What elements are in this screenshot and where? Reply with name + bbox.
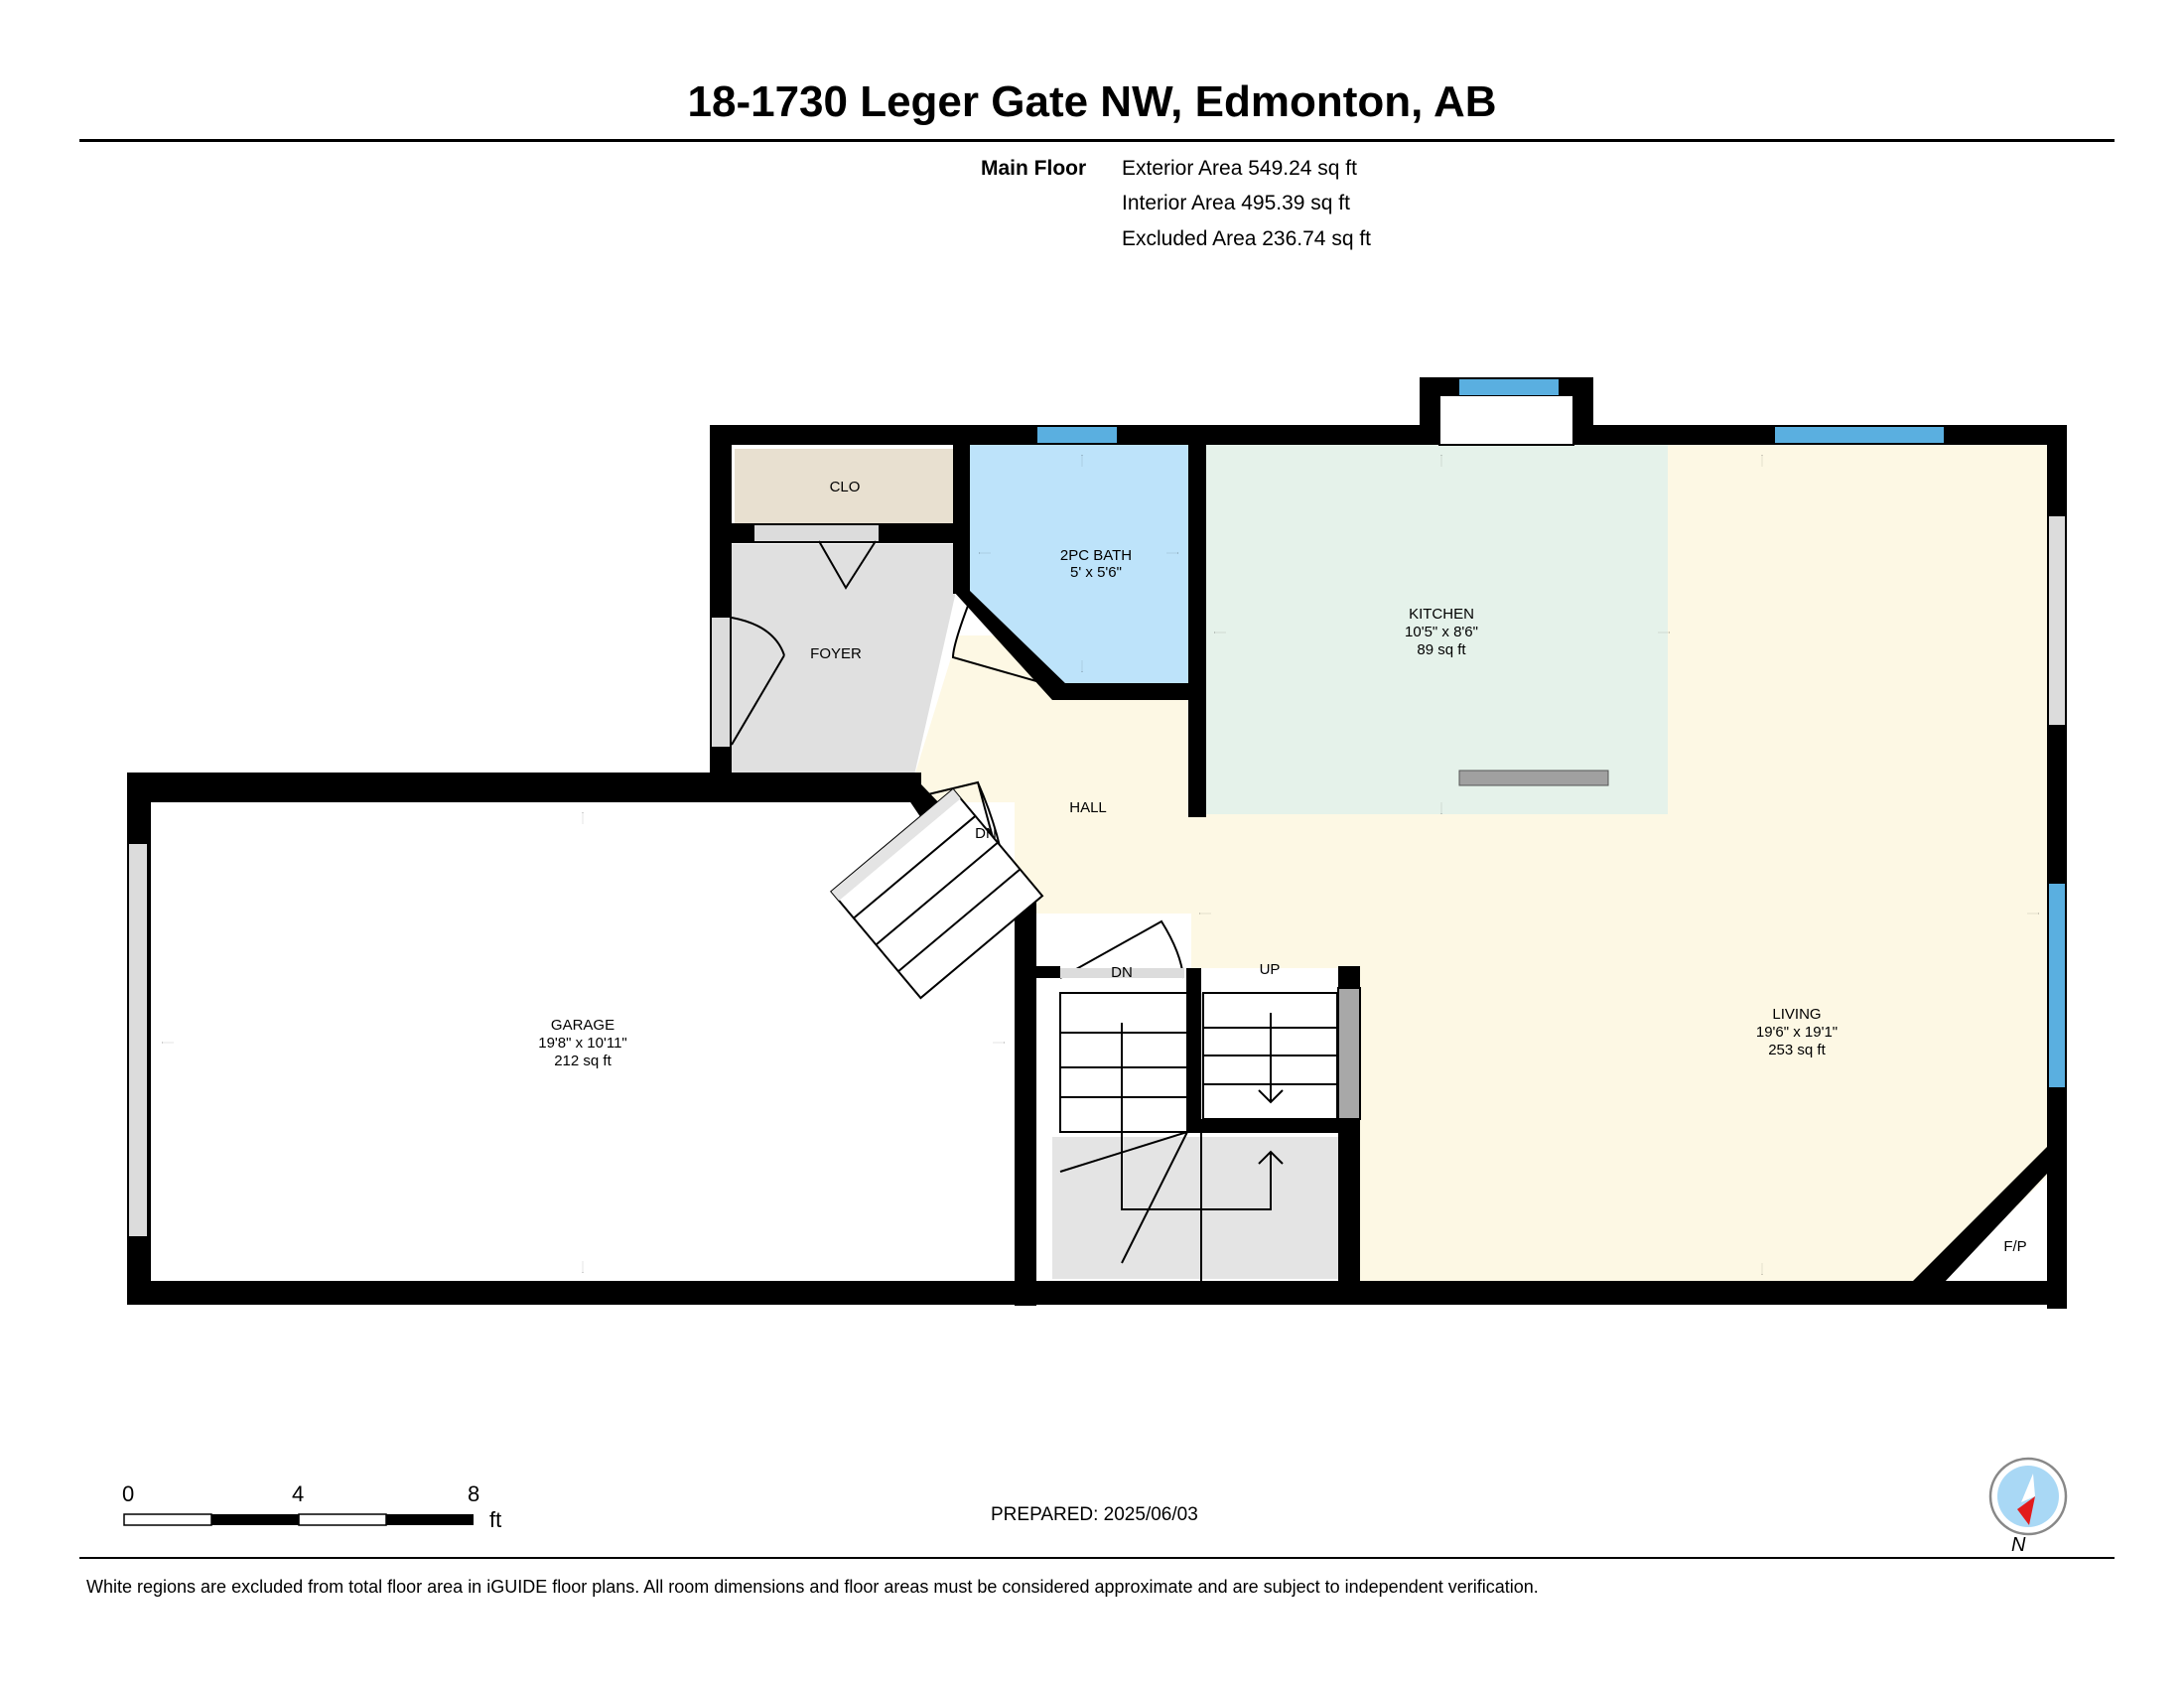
stairs-down-label-hall: DN [975,825,997,842]
hall-label: HALL [1069,799,1107,816]
scale-bar: 0 4 8 ft [122,1481,501,1532]
stairs-down-label: DN [1111,964,1133,981]
interior-area: Interior Area 495.39 sq ft [1122,192,1350,214]
stair-fill-lower [1052,1137,1340,1279]
scale-unit: ft [489,1507,501,1532]
bath-door-swing [951,605,1055,686]
exterior-area: Exterior Area 549.24 sq ft [1122,157,1357,180]
scale-tick-8: 8 [468,1481,479,1506]
kitchen-counter [1458,770,1609,786]
stairs-up-label: UP [1260,961,1281,978]
up-stairs-rail [1337,987,1361,1120]
disclaimer: White regions are excluded from total fl… [86,1577,1539,1597]
dimension-arrows [162,455,2039,1275]
garage-door-opening [129,844,147,1236]
basement-stairs-upper [1059,992,1188,1133]
garage-dims: 19'8" x 10'11" [538,1035,627,1052]
garage-label: GARAGE [551,1017,614,1034]
kitchen-dims: 10'5" x 8'6" [1405,624,1478,640]
prepared-date: PREPARED: 2025/06/03 [991,1504,1198,1525]
foyer-door-opening [712,618,730,747]
compass-label: N [2011,1534,2026,1556]
page-title: 18-1730 Leger Gate NW, Edmonton, AB [687,77,1497,126]
room-labels: CLO FOYER 2PC BATH 5' x 5'6" KITCHEN 10'… [538,479,2026,1255]
kitchen-area: 89 sq ft [1417,641,1466,658]
bath-fill [970,442,1188,685]
compass-needle-north [2021,1474,2035,1502]
garage-area: 212 sq ft [554,1053,612,1069]
living-east-opening [2049,516,2065,725]
clo-label: CLO [830,479,861,495]
footer-rule [79,1557,2115,1559]
bath-window [1037,427,1117,443]
fireplace-label: F/P [2003,1238,2026,1255]
stairs [830,787,1361,1281]
stair-door-opening [1060,968,1184,978]
foyer-label: FOYER [810,645,862,662]
closet-door-swing [818,540,877,590]
compass: N [1988,1457,2068,1556]
kitchen-bay-window [1438,394,1574,446]
excluded-area: Excluded Area 236.74 sq ft [1122,227,1372,250]
kitchen-window [1459,379,1559,395]
living-east-window [2049,884,2065,1087]
doors [731,540,1184,979]
garage-stairs [830,787,1044,1000]
clo-fill [735,449,955,523]
living-area: 253 sq ft [1768,1042,1826,1058]
kitchen-label: KITCHEN [1409,606,1474,623]
header-rule [79,139,2115,142]
foyer-fill [732,544,955,779]
living-label: LIVING [1772,1006,1821,1023]
floor-name: Main Floor [981,157,1087,180]
compass-needle-south [2017,1496,2035,1525]
living-north-window [1775,427,1944,443]
openings [129,379,2065,1236]
closet-door-opening [754,525,879,541]
living-dims: 19'6" x 19'1" [1756,1024,1838,1041]
stair-direction-line [1121,1023,1284,1210]
basement-stairs-winder [1059,1131,1202,1281]
foyer-door-swing [731,617,785,746]
kitchen-fill [1201,442,1668,814]
scale-tick-4: 4 [292,1481,304,1506]
stair-direction-down [1258,1013,1284,1104]
scale-tick-0: 0 [122,1481,134,1506]
bath-label: 2PC BATH [1060,547,1132,564]
bath-dims: 5' x 5'6" [1070,564,1122,581]
